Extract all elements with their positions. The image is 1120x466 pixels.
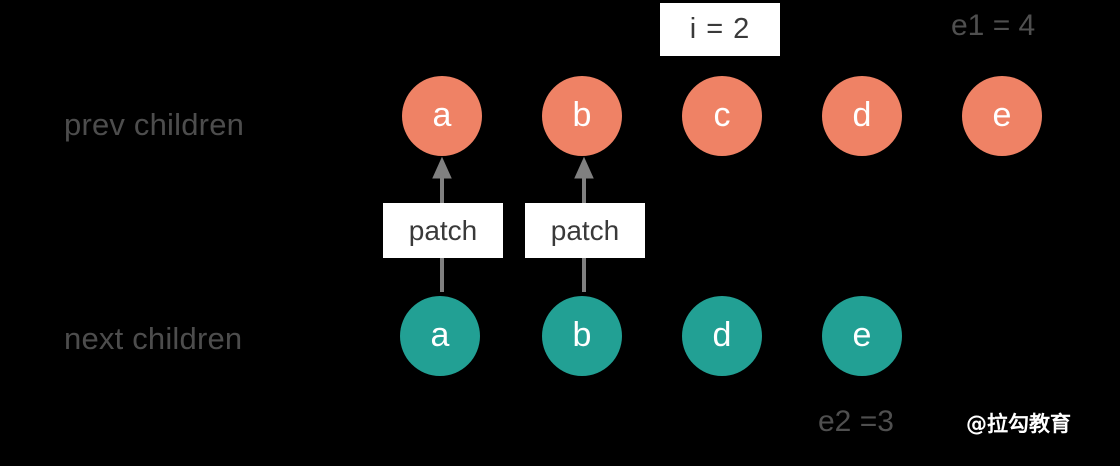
prev-node-c-label: c: [713, 96, 731, 134]
patch-label-a: patch: [383, 203, 503, 258]
index-marker-box: i = 2: [660, 3, 780, 56]
prev-node-a-label: a: [432, 96, 452, 134]
prev-node-a[interactable]: a: [402, 76, 482, 156]
prev-node-e-label: e: [992, 96, 1012, 134]
prev-node-e[interactable]: e: [962, 76, 1042, 156]
next-node-d[interactable]: d: [682, 296, 762, 376]
prev-node-d-label: d: [852, 96, 872, 134]
e1-marker-label: e1 = 4: [951, 9, 1036, 42]
next-node-b[interactable]: b: [542, 296, 622, 376]
row-label-next-children: next children: [64, 321, 243, 356]
watermark: @拉勾教育: [966, 412, 1071, 436]
next-node-e[interactable]: e: [822, 296, 902, 376]
next-node-d-label: d: [712, 316, 732, 354]
prev-node-d[interactable]: d: [822, 76, 902, 156]
row-label-prev-children: prev children: [64, 107, 245, 142]
next-node-a-label: a: [430, 316, 450, 354]
next-node-b-label: b: [572, 316, 592, 354]
next-node-e-label: e: [852, 316, 872, 354]
patch-label-b: patch: [525, 203, 645, 258]
prev-node-c[interactable]: c: [682, 76, 762, 156]
prev-node-b-label: b: [572, 96, 592, 134]
e2-marker-label: e2 =3: [818, 405, 894, 438]
next-node-a[interactable]: a: [400, 296, 480, 376]
prev-node-b[interactable]: b: [542, 76, 622, 156]
